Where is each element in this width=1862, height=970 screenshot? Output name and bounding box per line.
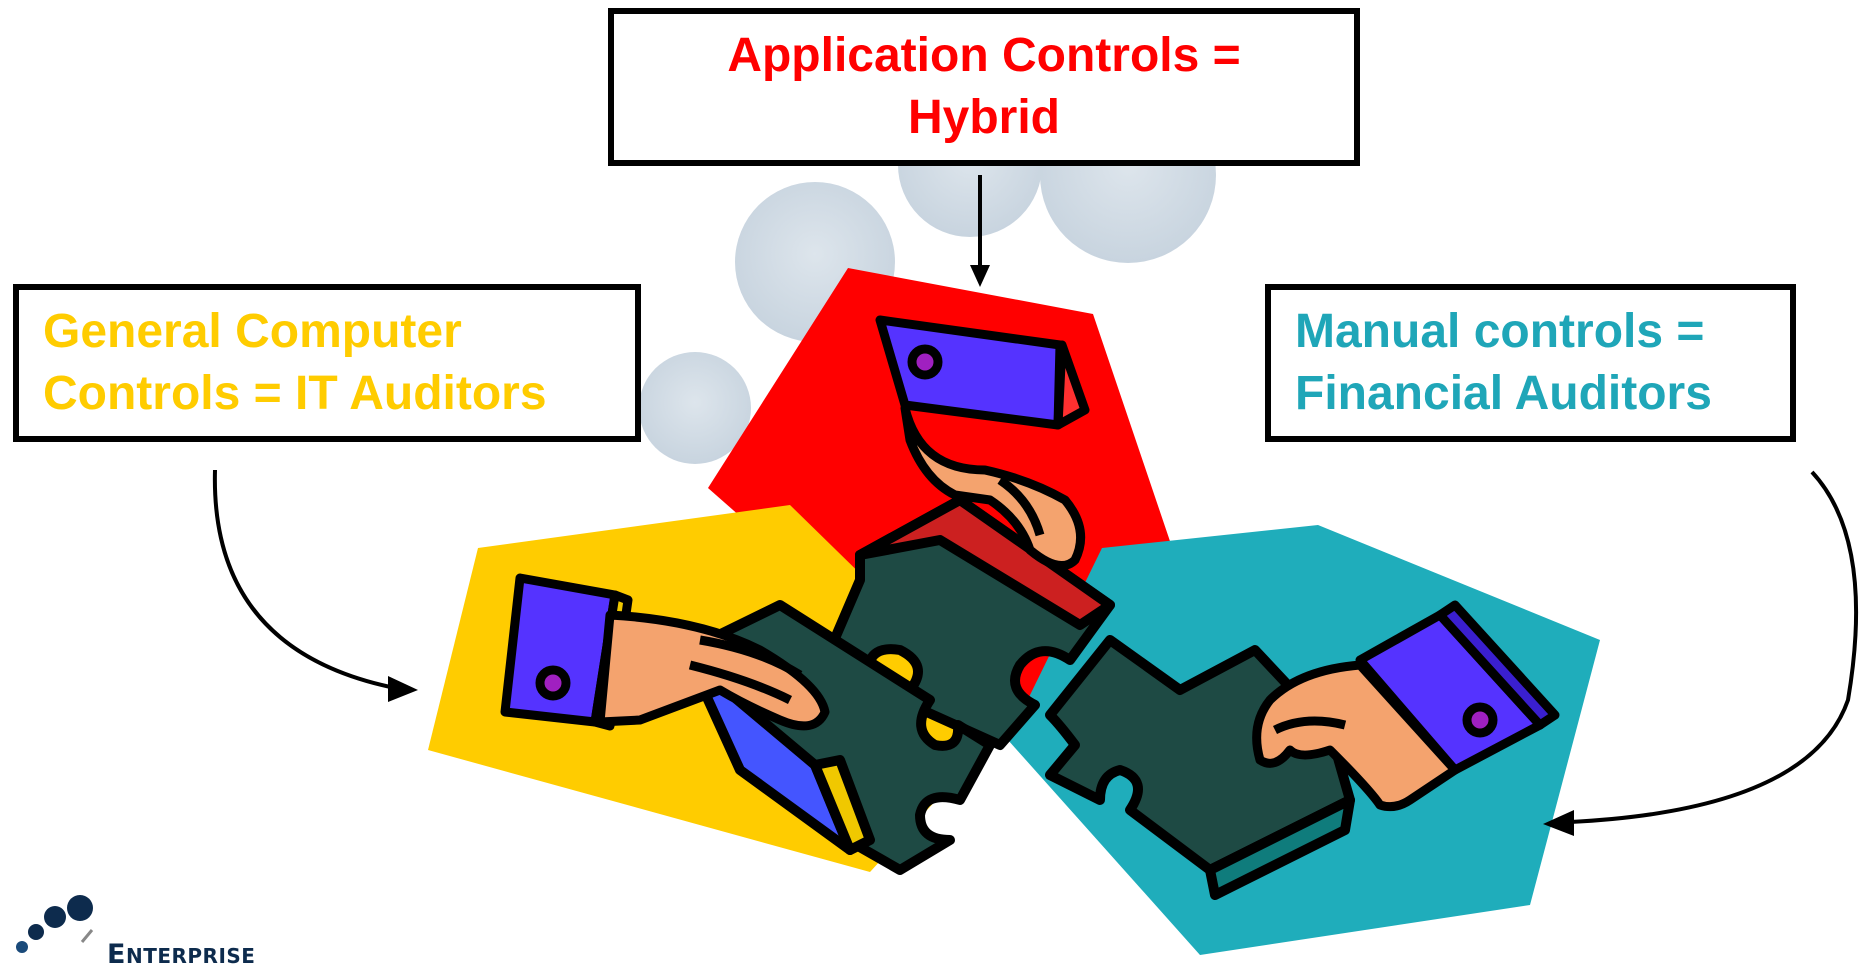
enterprise-logo-mark — [16, 895, 94, 953]
arrow-top-head — [970, 265, 990, 287]
arrow-left-head — [388, 676, 418, 702]
hand-left — [500, 573, 830, 731]
arrows — [212, 175, 1859, 836]
hand-right — [1252, 600, 1560, 812]
logo-rest: NTERPRISE — [125, 944, 256, 968]
general-controls-line2: Controls = IT Auditors — [43, 367, 547, 420]
arrow-left — [212, 469, 396, 690]
application-controls-box: Application Controls = Hybrid — [608, 8, 1360, 166]
arrow-right-head — [1543, 810, 1574, 836]
manual-controls-line2: Financial Auditors — [1295, 367, 1712, 420]
hand-top — [875, 315, 1090, 571]
application-controls-line1: Application Controls = — [727, 29, 1241, 82]
logo-initial: E — [107, 939, 126, 970]
application-controls-line2: Hybrid — [907, 91, 1060, 144]
general-computer-controls-box: General Computer Controls = IT Auditors — [13, 284, 641, 442]
manual-controls-box: Manual controls = Financial Auditors — [1265, 284, 1796, 442]
puzzle-pieces — [683, 495, 1355, 900]
arrow-right — [1569, 470, 1859, 824]
manual-controls-line1: Manual controls = — [1295, 305, 1705, 358]
enterprise-logo-text: ENTERPRISE — [107, 939, 255, 970]
general-controls-line1: General Computer — [43, 305, 462, 358]
